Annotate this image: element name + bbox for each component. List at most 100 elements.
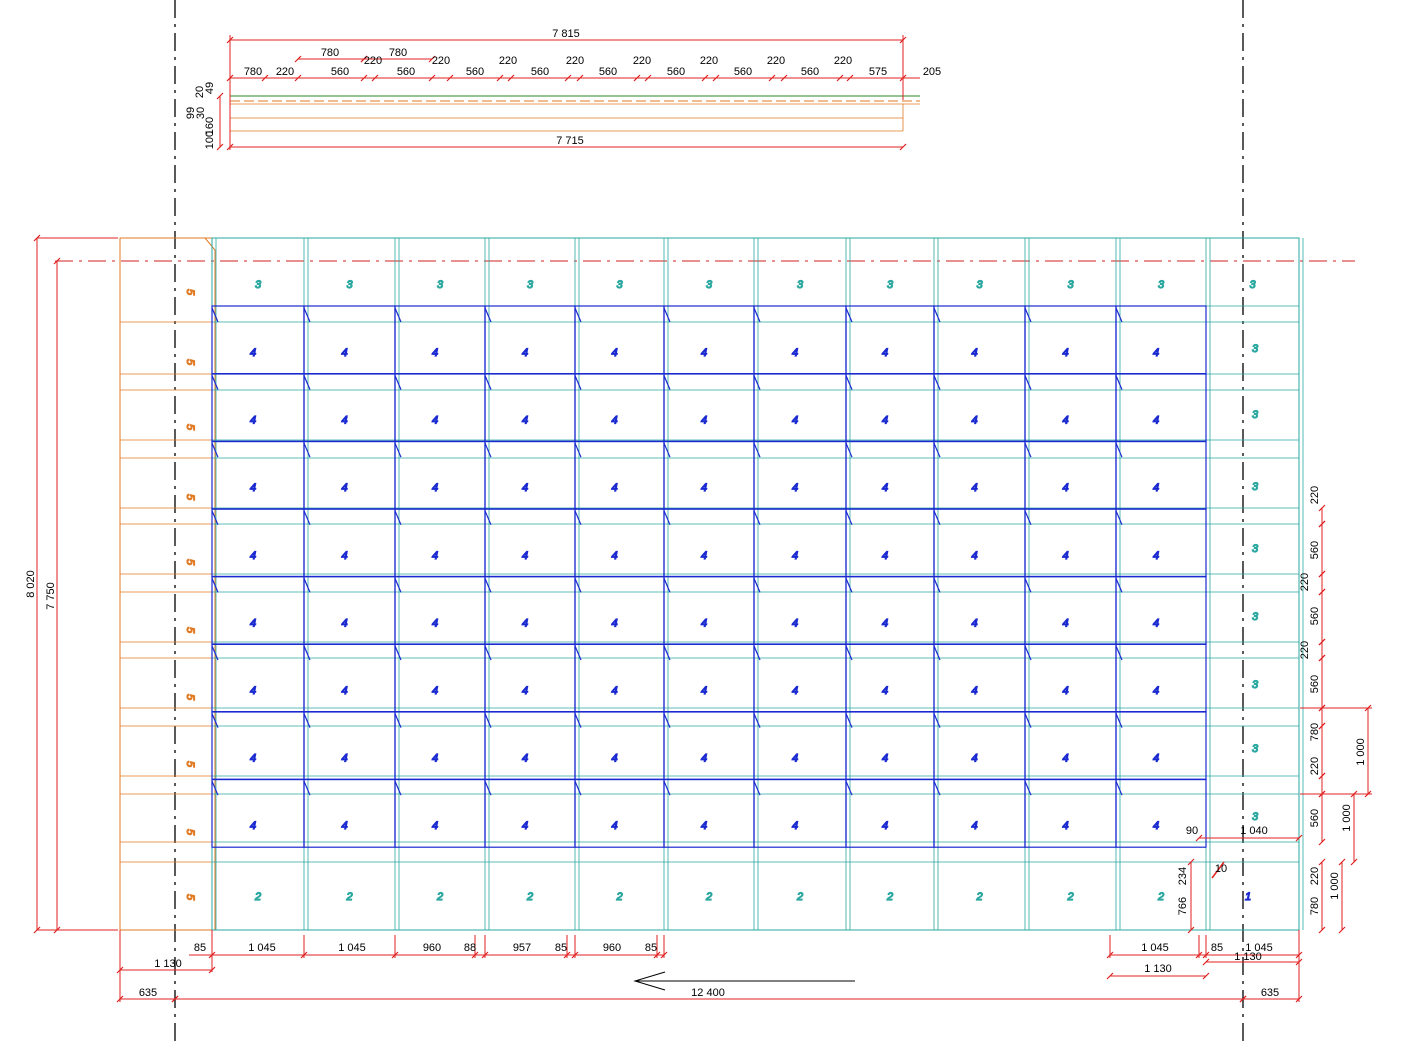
panel-mark: 4	[341, 820, 347, 832]
panel-cell-hatch	[933, 510, 941, 526]
dim-tick	[1202, 958, 1210, 966]
panel-cell-hatch	[753, 375, 761, 390]
panel-mark: 4	[250, 550, 256, 562]
panel-cell-hatch	[1115, 780, 1123, 796]
panel-cell-hatch	[211, 645, 219, 661]
panel-mark: 4	[1153, 820, 1159, 832]
panel-cell-blue	[394, 643, 486, 713]
panel-cell-hatch	[574, 578, 582, 593]
panel-mark: 4	[701, 753, 707, 765]
panel-cell-blue	[484, 643, 576, 713]
panel-mark: 4	[611, 685, 617, 697]
dim-text: 1 130	[1144, 963, 1172, 975]
panel-mark: 4	[792, 550, 798, 562]
dim-tick	[1318, 588, 1326, 596]
panel-cell-blue	[211, 440, 305, 510]
dim-text: 1 040	[1240, 825, 1268, 837]
dim-tick	[1338, 926, 1346, 934]
dim-text: 220	[1299, 641, 1311, 659]
panel-cell-blue	[1115, 643, 1207, 713]
panel-mark: 4	[522, 753, 528, 765]
panel-mark: 4	[432, 347, 438, 359]
panel-mark: 3	[1252, 543, 1259, 555]
panel-cell-blue	[211, 643, 305, 713]
panel-mark: 4	[882, 685, 888, 697]
panel-mark: 4	[1062, 550, 1068, 562]
dim-text: 1 045	[248, 942, 276, 954]
panel-cell-hatch	[845, 645, 853, 661]
panel-cell-blue	[1024, 508, 1117, 578]
dim-text: 1 130	[1234, 951, 1262, 963]
panel-cell-hatch	[574, 442, 582, 458]
panel-mark: 4	[701, 617, 707, 629]
panel-mark: 2	[345, 891, 352, 903]
panel-mark: 4	[882, 820, 888, 832]
panel-mark: 4	[1062, 482, 1068, 494]
dim-tick	[1318, 654, 1326, 662]
dim-text: 220	[767, 55, 785, 67]
dim-tick	[1187, 858, 1195, 866]
panel-cell-blue	[574, 778, 665, 848]
dim-text: 560	[599, 66, 617, 78]
panel-mark: 3	[1252, 481, 1259, 493]
panel-cell-blue	[574, 305, 665, 375]
dim-text: 780	[321, 47, 339, 59]
panel-mark: 4	[792, 820, 798, 832]
panel-mark: 2	[796, 891, 803, 903]
panel-cell-blue	[933, 508, 1026, 578]
panel-cell-blue	[663, 710, 755, 781]
panel-mark: 5	[184, 694, 196, 701]
panel-mark: 4	[522, 347, 528, 359]
dim-tick	[1318, 790, 1326, 798]
panel-cell-hatch	[663, 780, 671, 796]
dim-text: 635	[1261, 987, 1279, 999]
panel-cell-hatch	[663, 713, 671, 728]
panel-cell-blue	[845, 575, 935, 646]
dim-text: 220	[834, 55, 852, 67]
panel-mark: 4	[611, 753, 617, 765]
dim-text: 12 400	[691, 987, 725, 999]
panel-cell-hatch	[845, 578, 853, 593]
panel-mark: 5	[184, 289, 196, 296]
panel-mark: 5	[184, 559, 196, 566]
panel-cell-blue	[845, 710, 935, 781]
panel-cell-hatch	[933, 375, 941, 390]
panel-cell-blue	[303, 710, 396, 781]
panel-mark: 4	[250, 685, 256, 697]
panel-cell-blue	[484, 575, 576, 646]
panel-cell-hatch	[1115, 510, 1123, 526]
panel-cell-blue	[753, 508, 847, 578]
panel-cell-blue	[1115, 440, 1207, 510]
dim-text: 220	[1299, 573, 1311, 591]
panel-cell-hatch	[663, 578, 671, 593]
dim-tick	[1239, 995, 1247, 1003]
panel-cell-hatch	[753, 713, 761, 728]
panel-cell-blue	[211, 575, 305, 646]
panel-cell-blue	[663, 575, 755, 646]
panel-cell-blue	[933, 710, 1026, 781]
panel-mark: 4	[701, 550, 707, 562]
panel-cell-blue	[753, 778, 847, 848]
panel-cell-hatch	[933, 645, 941, 661]
panel-mark: 4	[250, 617, 256, 629]
panel-mark: 4	[792, 753, 798, 765]
panel-cell-blue	[1115, 710, 1207, 781]
dim-tick	[1318, 858, 1326, 866]
panel-mark: 4	[341, 347, 347, 359]
detail-arrow	[1211, 861, 1225, 879]
panel-cell-blue	[574, 710, 665, 781]
dim-text: 780	[389, 47, 407, 59]
panel-mark: 4	[341, 685, 347, 697]
panel-cell-hatch	[845, 510, 853, 526]
panel-cell-blue	[303, 305, 396, 375]
dim-tick	[1106, 972, 1114, 980]
dim-text: 560	[531, 66, 549, 78]
dim-text: 85	[1211, 942, 1223, 954]
panel-cell-blue	[211, 508, 305, 578]
panel-mark: 4	[522, 482, 528, 494]
panel-cell-hatch	[394, 578, 402, 593]
panel-cell-hatch	[933, 307, 941, 323]
